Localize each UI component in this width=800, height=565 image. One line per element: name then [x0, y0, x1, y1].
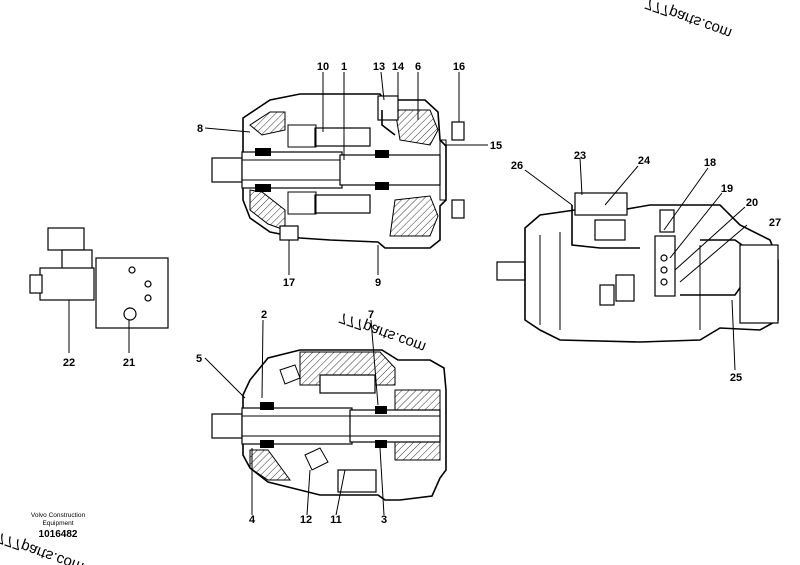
drawing-id: 1016482 — [39, 529, 78, 540]
callout-14: 14 — [392, 61, 405, 73]
drawing-footer: Volvo Construction Equipment 1016482 — [31, 512, 86, 540]
callout-15: 15 — [490, 140, 502, 152]
callout-2: 2 — [261, 309, 267, 321]
brand-line-2: Equipment — [42, 520, 73, 527]
callout-5: 5 — [196, 353, 202, 365]
callout-25: 25 — [730, 372, 742, 384]
lower-pump-section — [211, 349, 447, 501]
callout-24: 24 — [638, 155, 651, 167]
callout-3: 3 — [381, 514, 387, 526]
callout-13: 13 — [373, 61, 385, 73]
callout-22: 22 — [63, 357, 75, 369]
watermark-center: 777parts.com — [337, 309, 428, 356]
solenoid-valve-view — [29, 227, 169, 329]
callout-labels: 10 1 13 14 6 16 8 15 17 9 23 26 24 18 19… — [63, 61, 781, 526]
callout-16: 16 — [453, 61, 465, 73]
watermark-top-right: 777parts.com — [643, 0, 734, 42]
callout-11: 11 — [330, 514, 342, 526]
callout-4: 4 — [249, 514, 256, 526]
callout-6: 6 — [415, 61, 421, 73]
callout-17: 17 — [283, 277, 295, 289]
callout-23: 23 — [574, 150, 586, 162]
callout-7: 7 — [368, 309, 374, 321]
callout-19: 19 — [721, 183, 733, 195]
callout-8: 8 — [197, 123, 203, 135]
callout-21: 21 — [123, 357, 135, 369]
callout-1: 1 — [341, 61, 347, 73]
callout-18: 18 — [704, 157, 716, 169]
pump-assembly-view — [496, 192, 779, 343]
upper-pump-section — [211, 93, 465, 249]
callout-26: 26 — [511, 160, 523, 172]
leader-lines — [68, 71, 748, 516]
callout-12: 12 — [300, 514, 312, 526]
callout-10: 10 — [317, 61, 329, 73]
callout-27: 27 — [769, 217, 781, 229]
callout-9: 9 — [375, 277, 381, 289]
brand-line-1: Volvo Construction — [31, 512, 86, 519]
callout-20: 20 — [746, 197, 758, 209]
